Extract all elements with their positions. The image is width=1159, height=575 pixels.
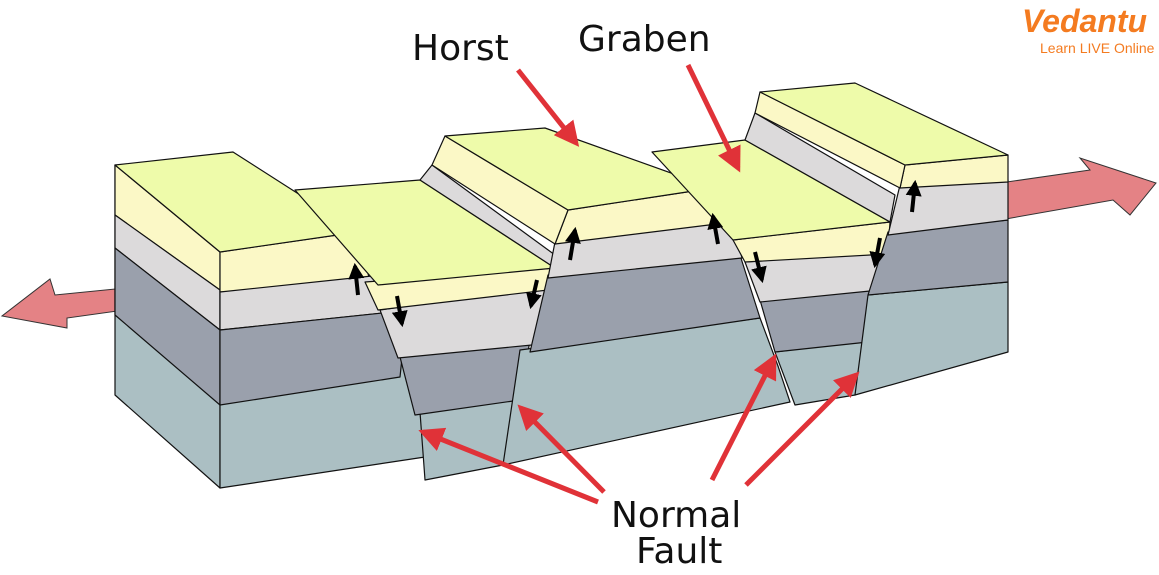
motion-arrow-down (391, 295, 408, 328)
logo-tagline: Learn LIVE Online (1040, 40, 1155, 56)
horst-label: Horst (412, 28, 509, 69)
motion-arrow-up (565, 226, 581, 261)
fault-motion-arrows (348, 179, 922, 328)
vedantu-logo: Vedantu Learn LIVE Online (1022, 3, 1155, 56)
normal-fault-label-line2: Fault (636, 531, 722, 572)
motion-arrow-down (751, 251, 767, 284)
normal-fault-label-line1: Normal (611, 495, 741, 536)
fault-pointer-arrow (517, 404, 606, 494)
motion-arrow-up (348, 262, 365, 296)
motion-arrow-up (707, 212, 724, 245)
horst-pointer-arrow (516, 68, 580, 147)
motion-arrow-down (869, 237, 886, 269)
motion-arrow-up (905, 179, 922, 213)
tension-arrow-right (999, 156, 1157, 221)
block-left (114, 151, 426, 489)
graben-label: Graben (578, 19, 711, 60)
pointer-arrows (418, 63, 860, 505)
block-right-top (759, 82, 1009, 166)
motion-arrow-down (526, 279, 542, 310)
block-right (754, 82, 1009, 396)
logo-name: Vedantu (1022, 3, 1147, 39)
fault-pointer-arrow (744, 371, 860, 487)
fault-pointer-arrow (709, 353, 777, 482)
horst-block (431, 127, 791, 466)
fault-pointer-arrow (418, 427, 599, 505)
graben-left (294, 164, 556, 481)
graben-pointer-arrow (685, 63, 741, 173)
